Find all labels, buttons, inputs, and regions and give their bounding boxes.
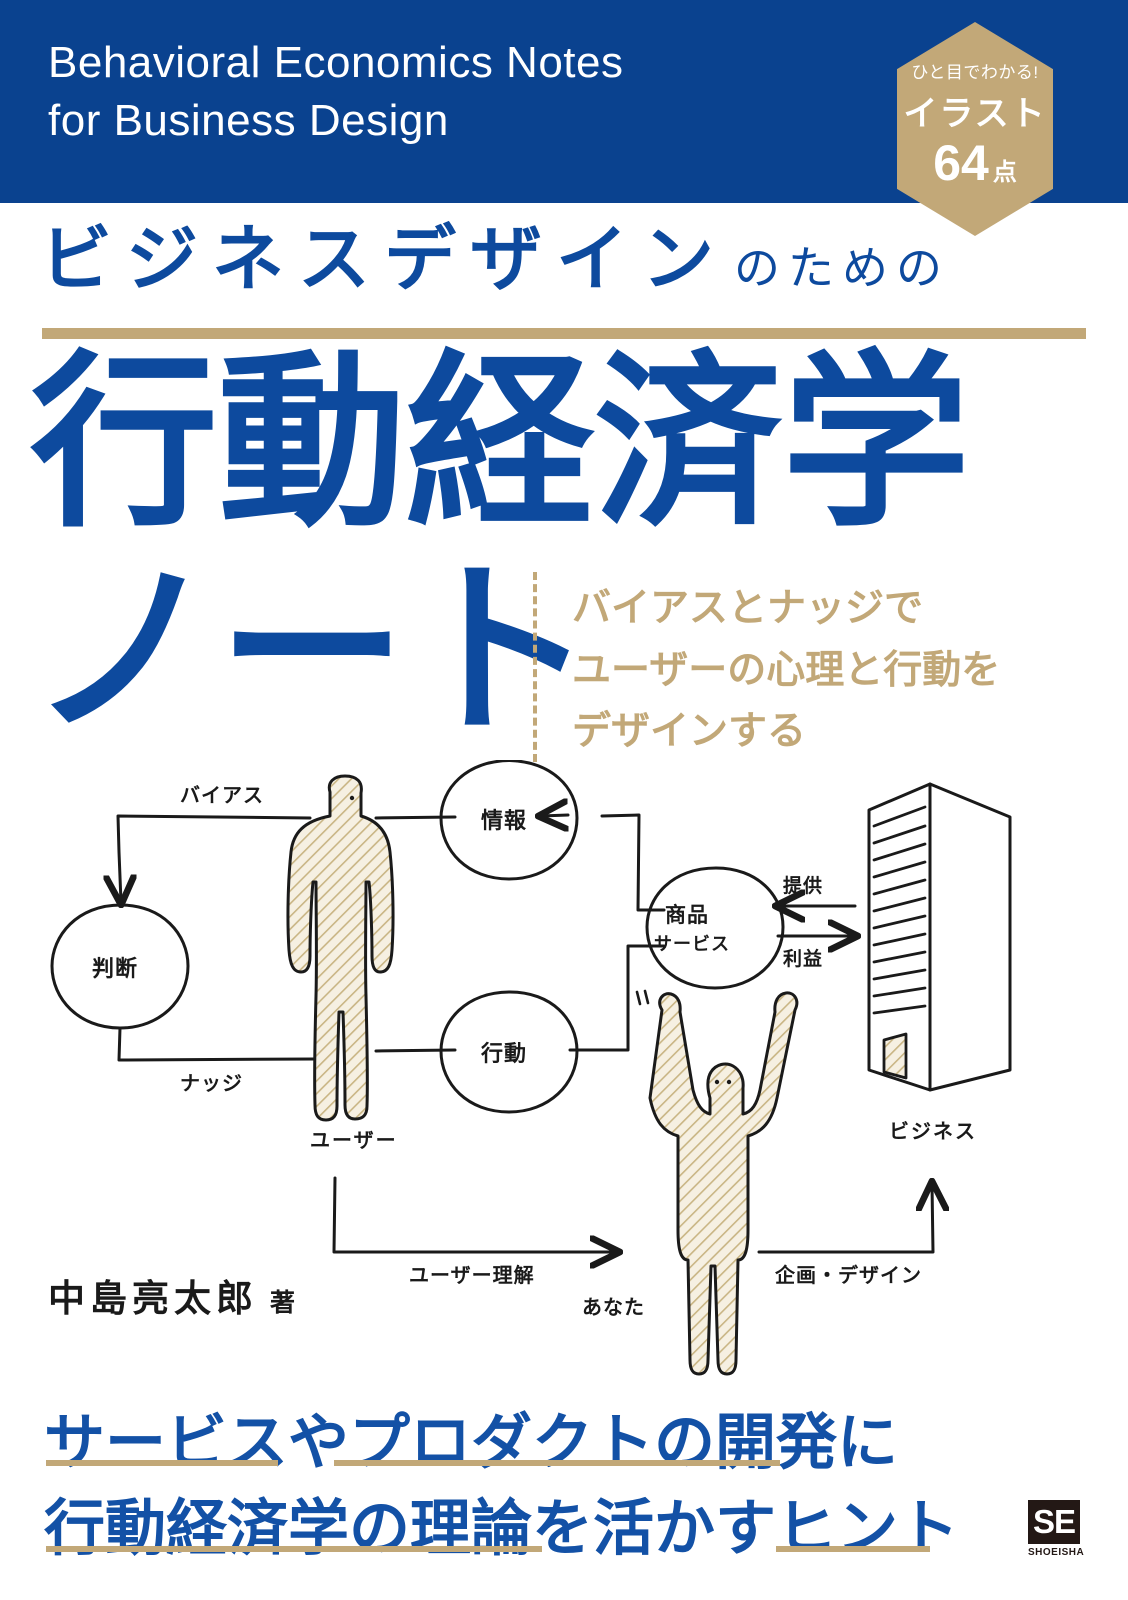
gold-divider-rule xyxy=(42,328,1086,339)
main-title: 行動経済学 xyxy=(30,338,970,548)
bottom-tagline-line-one: サービスやプロダクトの開発に xyxy=(44,1408,899,1476)
diagram-label-profit: 利益 xyxy=(783,947,823,970)
badge-count-unit: 点 xyxy=(992,159,1017,186)
diagram-label-information: 情報 xyxy=(481,808,527,833)
diagram-label-bias: バイアス xyxy=(180,784,264,807)
main-title-note: ノート xyxy=(30,546,594,756)
author-role: 著 xyxy=(270,1289,296,1317)
diagram-label-nudge: ナッジ xyxy=(180,1073,243,1095)
diagram-label-planning-design: 企画・デザイン xyxy=(774,1263,922,1287)
diagram-label-provide: 提供 xyxy=(783,874,823,897)
diagram-label-product: 商品 xyxy=(665,903,709,927)
diagram-label-judgement: 判断 xyxy=(92,956,138,981)
diagram-label-user-understanding: ユーザー理解 xyxy=(409,1263,535,1287)
badge-tagline: ひと目でわかる! xyxy=(911,63,1039,82)
title-line-one-main: ビジネスデザイン xyxy=(40,220,729,300)
bottom-tagline-area xyxy=(0,1388,1128,1600)
diagram-label-you: あなた xyxy=(582,1296,645,1319)
title-line-one: ビジネスデザイン のための xyxy=(40,224,1090,296)
bottom-underline-1a xyxy=(46,1460,278,1466)
bottom-underline-1b xyxy=(334,1460,780,1466)
english-title: Behavioral Economics Notes for Business … xyxy=(48,38,624,146)
bottom-tagline-line-two: 行動経済学の理論を活かすヒント xyxy=(44,1494,960,1562)
title-line-one-suffix: のための xyxy=(734,242,951,294)
badge-count-number: 64 xyxy=(933,135,989,191)
author-name: 中島亮太郎 xyxy=(48,1278,258,1319)
bottom-underline-2b xyxy=(776,1546,930,1552)
publisher-mark: SE xyxy=(1028,1500,1080,1544)
diagram-label-business: ビジネス xyxy=(889,1120,977,1143)
concept-diagram: バイアス ナッジ 判断 情報 行動 商品 サービス 提供 利益 ユーザー あなた… xyxy=(0,760,1128,1380)
publisher-logo: SE SHOEISHA xyxy=(1028,1500,1084,1558)
badge-illustration-label: イラスト xyxy=(903,95,1047,133)
subtitle: バイアスとナッジで ユーザーの心理と行動を デザインする xyxy=(572,587,1001,754)
diagram-label-action: 行動 xyxy=(480,1041,527,1066)
bottom-underline-2a xyxy=(46,1546,542,1552)
author-block: 中島亮太郎 著 xyxy=(48,1268,295,1322)
diagram-label-user: ユーザー xyxy=(310,1129,398,1152)
publisher-name: SHOEISHA xyxy=(1028,1547,1085,1558)
diagram-label-service: サービス xyxy=(654,934,730,954)
subtitle-dashed-divider xyxy=(533,572,537,762)
